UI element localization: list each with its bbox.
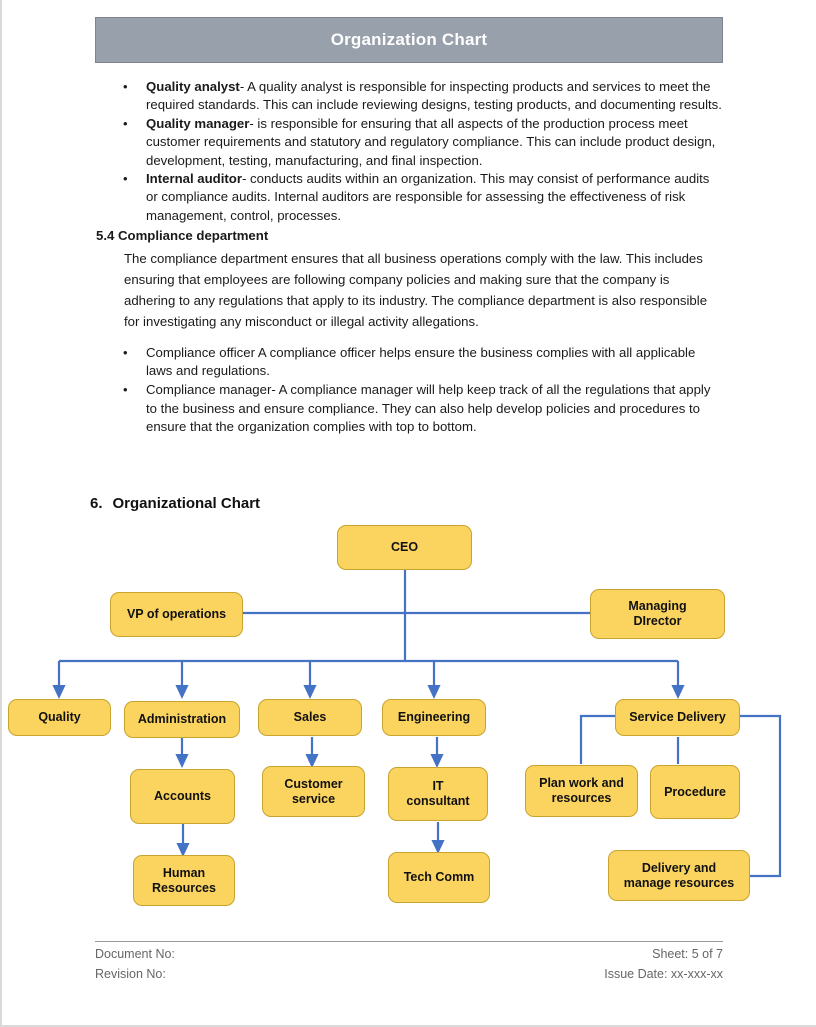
list-item-text: Compliance manager- A compliance manager… (146, 382, 711, 435)
node-label: Accounts (154, 789, 211, 803)
node-label: Procedure (664, 784, 726, 799)
list-item-term: Quality analyst (146, 79, 240, 94)
section-paragraph: The compliance department ensures that a… (124, 250, 708, 329)
node-label-line2: DIrector (633, 614, 682, 628)
document-body: Quality analyst- A quality analyst is re… (96, 78, 724, 438)
node-label-line2: Resources (152, 880, 216, 895)
list-item-text: Compliance officer A compliance officer … (146, 344, 696, 379)
node-label-line1: Delivery and (641, 860, 717, 875)
node-label-line1: Human (162, 865, 206, 880)
node-sales[interactable]: Sales (258, 699, 362, 736)
list-item: Quality analyst- A quality analyst is re… (123, 78, 724, 115)
footer-document-no: Document No: (95, 947, 175, 961)
node-human-resources[interactable]: Human Resources (133, 855, 235, 906)
node-label: Service Delivery (629, 710, 726, 724)
node-label-line2: manage resources (623, 875, 735, 890)
node-label-line2: resources (551, 791, 612, 805)
footer-sheet: Sheet: 5 of 7 (652, 947, 723, 961)
node-label-line1: Managing (628, 599, 687, 613)
node-label: Tech Comm (403, 870, 475, 884)
section-heading-5-4: 5.4 Compliance department (96, 228, 269, 244)
node-accounts[interactable]: Accounts (130, 769, 235, 824)
node-procedure[interactable]: Procedure (650, 765, 740, 819)
node-ceo[interactable]: CEO (337, 525, 472, 570)
footer-revision-no: Revision No: (95, 967, 166, 981)
list-item: Internal auditor- conducts audits within… (123, 170, 724, 225)
list-item: Compliance manager- A compliance manager… (123, 381, 724, 436)
node-label: Engineering (397, 710, 471, 724)
node-it-consultant[interactable]: IT consultant (388, 767, 488, 821)
node-label: Administration (137, 712, 227, 726)
node-label-line1: Customer (284, 776, 343, 791)
page-left-edge (0, 0, 2, 1027)
list-item-text: - A quality analyst is responsible for i… (146, 79, 722, 113)
node-label: Sales (293, 710, 327, 724)
node-tech-comm[interactable]: Tech Comm (388, 852, 490, 903)
list-item: Quality manager- is responsible for ensu… (123, 115, 724, 170)
node-label-line1: Plan work and (539, 776, 624, 790)
node-managing-director[interactable]: Managing DIrector (590, 589, 725, 639)
node-engineering[interactable]: Engineering (382, 699, 486, 736)
footer-divider (95, 941, 723, 942)
node-label-line2: consultant (406, 794, 470, 808)
node-label: Quality (38, 710, 81, 724)
document-header-banner: Organization Chart (95, 17, 723, 63)
list-item-text: - conducts audits within an organization… (146, 171, 710, 223)
chart-section-number: 6. (90, 495, 103, 512)
node-label-line2: service (291, 791, 336, 806)
node-label: VP of operations (126, 607, 227, 621)
list-item-term: Internal auditor (146, 171, 242, 187)
quality-roles-list: Quality analyst- A quality analyst is re… (96, 78, 724, 225)
node-plan-work-and-resources[interactable]: Plan work and resources (525, 765, 638, 817)
page-title: Organization Chart (330, 30, 488, 49)
list-item-text: - is responsible for ensuring that all a… (146, 115, 716, 168)
chart-section-heading: 6. Organizational Chart (90, 495, 260, 512)
node-quality[interactable]: Quality (8, 699, 111, 736)
node-label: CEO (390, 540, 419, 554)
chart-section-title: Organizational Chart (112, 495, 261, 512)
page-bottom-edge (0, 1025, 816, 1027)
document-footer: Document No: Sheet: 5 of 7 Revision No: … (95, 944, 723, 984)
node-customer-service[interactable]: Customer service (262, 766, 365, 817)
footer-issue-date: Issue Date: xx-xxx-xx (604, 967, 723, 981)
node-vp-of-operations[interactable]: VP of operations (110, 592, 243, 637)
node-label-line1: IT (432, 779, 444, 793)
compliance-roles-list: Compliance officer A compliance officer … (96, 344, 724, 437)
list-item: Compliance officer A compliance officer … (123, 344, 724, 381)
node-delivery-and-manage-resources[interactable]: Delivery and manage resources (608, 850, 750, 901)
list-item-term: Quality manager (146, 115, 250, 131)
node-service-delivery[interactable]: Service Delivery (615, 699, 740, 736)
node-administration[interactable]: Administration (124, 701, 240, 738)
